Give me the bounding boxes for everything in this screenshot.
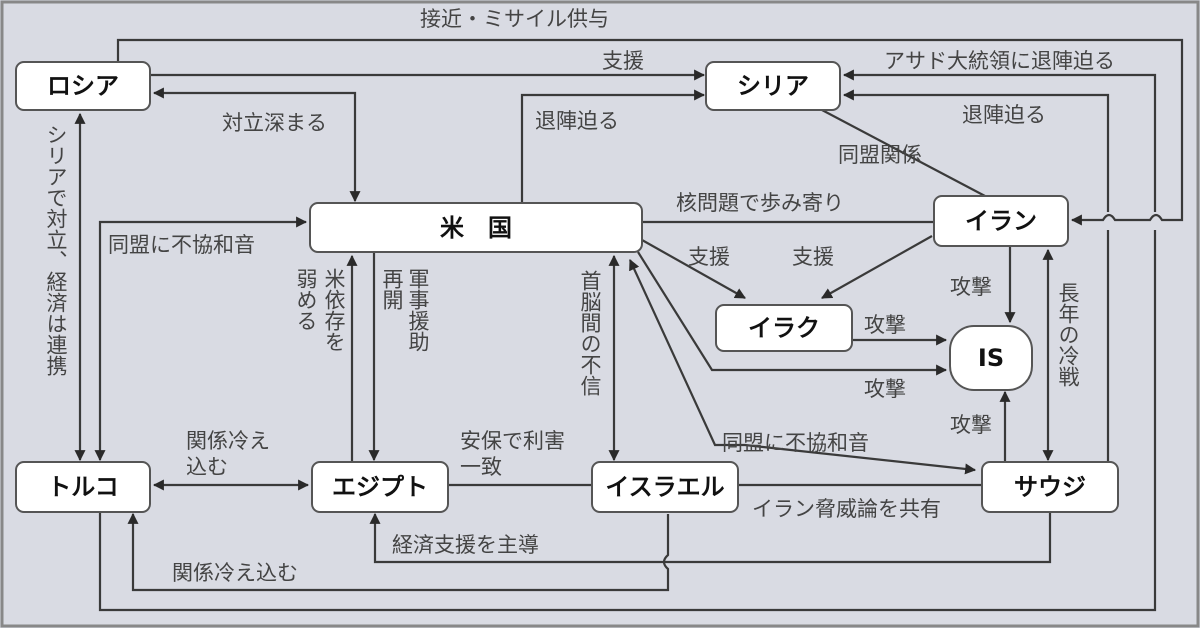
- label-egypt-usa-2: 弱める: [294, 268, 318, 331]
- label-turkey-egypt-2: 込む: [186, 455, 228, 479]
- edge-usa-saudi: [629, 259, 977, 475]
- svg-text:エジプト: エジプト: [332, 473, 428, 501]
- label-syria-iran: 同盟関係: [838, 143, 922, 167]
- label-usa-saudi: 同盟に不協和音: [722, 431, 869, 455]
- node-russia: ロシア: [15, 61, 151, 111]
- node-iran: イラン: [933, 195, 1069, 247]
- label-usa-egypt-2: 再開: [380, 268, 404, 310]
- edge-usa-syria: [520, 89, 706, 203]
- label-turkey-egypt-1: 関係冷え: [186, 429, 270, 453]
- label-iraq-is: 攻撃: [864, 313, 906, 337]
- edge-israel-turkey: [127, 512, 670, 592]
- label-russia-iran: 接近・ミサイル供与: [420, 7, 609, 31]
- label-saudi-egypt: 経済支援を主導: [392, 533, 539, 557]
- label-usa-iraq: 支援: [688, 245, 730, 269]
- label-usa-israel: 首脳間の不信: [578, 270, 602, 396]
- label-iran-is: 攻撃: [950, 275, 992, 299]
- edge-saudi-egypt: [369, 512, 1052, 564]
- label-usa-is: 攻撃: [864, 377, 906, 401]
- edge-syria-iran: [821, 109, 986, 197]
- edge-russia-usa: [152, 87, 361, 203]
- svg-text:トルコ: トルコ: [47, 473, 119, 501]
- node-israel: イスラエル: [591, 461, 739, 513]
- svg-text:イスラエル: イスラエル: [605, 473, 724, 501]
- label-saudi-syria: 退陣迫る: [962, 103, 1046, 127]
- svg-text:米 国: 米 国: [440, 214, 512, 242]
- edge-saudi-syria: [844, 95, 1110, 462]
- label-israel-saudi: イラン脅威論を共有: [752, 497, 941, 521]
- label-usa-syria: 退陣迫る: [535, 109, 619, 133]
- label-egypt-israel-2: 一致: [460, 455, 502, 479]
- label-iran-saudi: 長年の冷戦: [1056, 282, 1080, 387]
- label-israel-turkey: 関係冷え込む: [172, 561, 298, 585]
- node-saudi: サウジ: [981, 461, 1119, 513]
- label-usa-turkey: 同盟に不協和音: [108, 233, 255, 257]
- svg-text:ロシア: ロシア: [47, 72, 119, 100]
- node-is: IS: [949, 325, 1033, 391]
- label-usa-iran: 核問題で歩み寄り: [676, 191, 844, 215]
- label-russia-usa: 対立深まる: [222, 111, 327, 135]
- label-saudi-is: 攻撃: [950, 413, 992, 437]
- node-iraq: イラク: [715, 304, 853, 352]
- label-egypt-usa-1: 米依存を: [322, 268, 346, 352]
- svg-text:イラン: イラン: [965, 207, 1037, 235]
- label-russia-syria: 支援: [602, 49, 644, 73]
- label-iran-iraq: 支援: [792, 245, 834, 269]
- label-egypt-israel-1: 安保で利害: [460, 429, 565, 453]
- label-turkey-syria: アサド大統領に退陣迫る: [884, 49, 1115, 73]
- edge-iran-iraq: [821, 235, 933, 299]
- edge-usa-turkey: [94, 216, 308, 462]
- node-usa: 米 国: [309, 202, 643, 253]
- label-russia-turkey: シリアで対立、経済は連携: [44, 124, 68, 376]
- svg-text:IS: IS: [978, 344, 1004, 372]
- svg-text:シリア: シリア: [737, 72, 809, 100]
- svg-text:サウジ: サウジ: [1014, 473, 1086, 501]
- edge-turkey-syria: [98, 75, 1157, 612]
- node-egypt: エジプト: [311, 461, 449, 513]
- svg-text:イラク: イラク: [748, 314, 820, 342]
- node-turkey: トルコ: [15, 461, 151, 513]
- node-syria: シリア: [705, 61, 841, 111]
- label-usa-egypt-1: 軍事援助: [406, 268, 430, 352]
- edge-russia-iran: [116, 38, 1184, 226]
